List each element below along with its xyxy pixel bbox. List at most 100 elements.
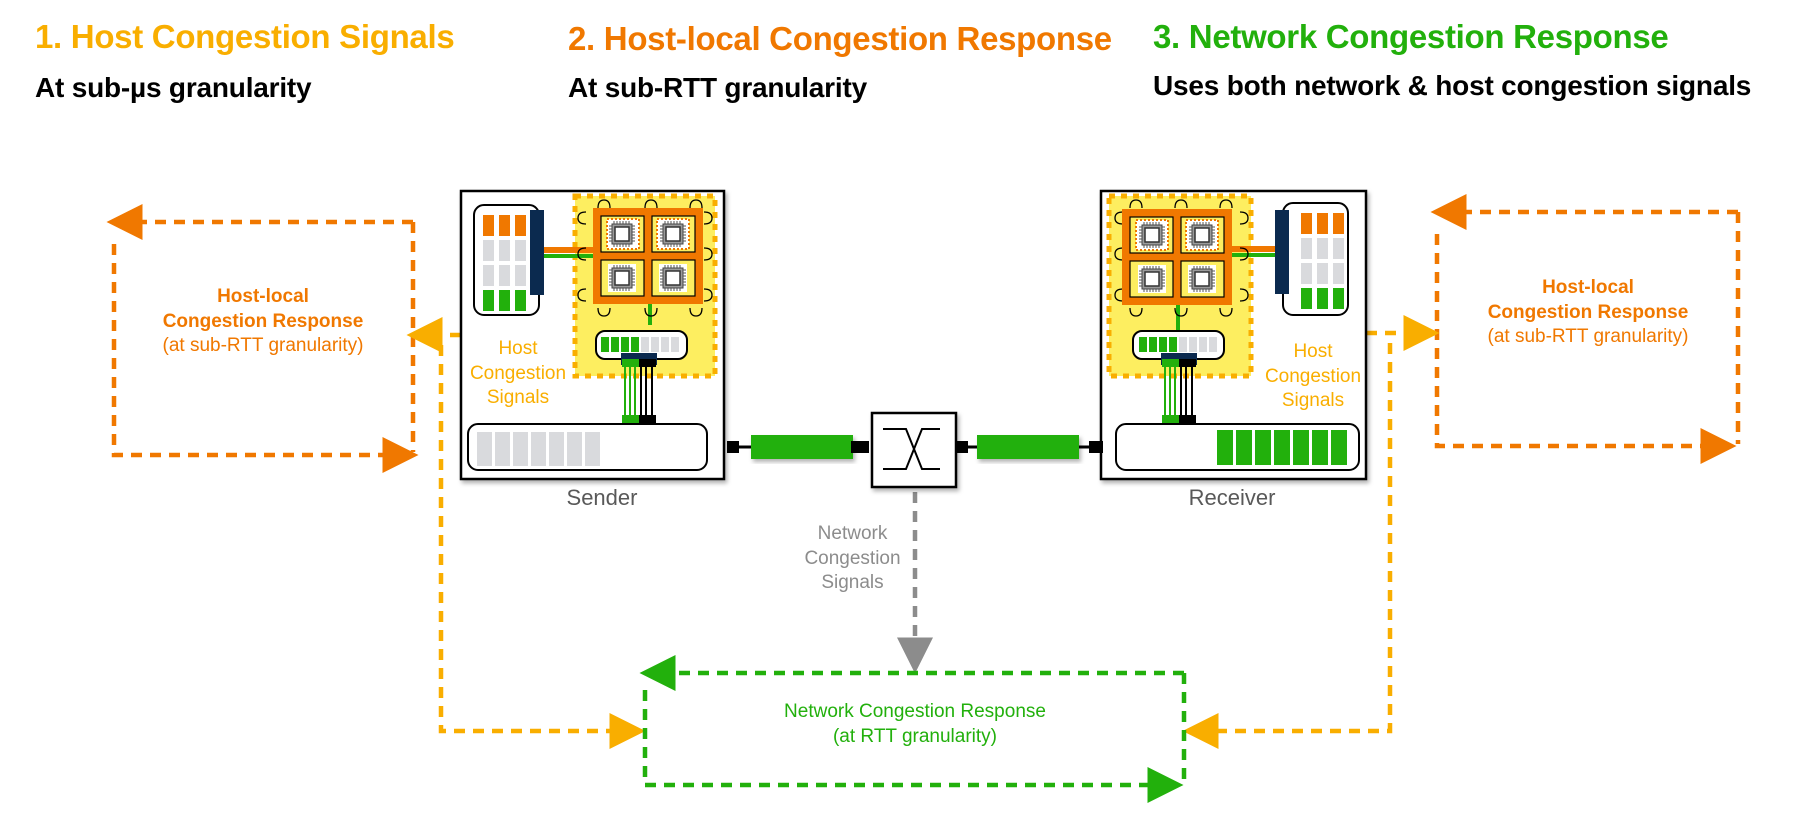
sender-link xyxy=(751,435,853,459)
right-host-local-line3: (at sub-RTT granularity) xyxy=(1487,326,1689,348)
nic-buffer-slot xyxy=(567,432,582,466)
nic-queue-slot xyxy=(1139,337,1147,352)
sender-nic-buffer xyxy=(467,423,708,471)
nic-buffer-slot xyxy=(1274,430,1290,465)
receiver-nic-queue-slots xyxy=(1139,337,1217,352)
sender-host-signals-label: Host Congestion Signals xyxy=(458,337,578,411)
sender-cpu-core-icon xyxy=(607,263,637,293)
memory-slot xyxy=(1333,238,1344,259)
network-signals-line1: Network xyxy=(817,523,888,544)
right-host-local-line2: Congestion Response xyxy=(1487,301,1689,323)
nic-queue-slot xyxy=(1209,337,1217,352)
switch-frame xyxy=(870,411,958,489)
header-3-title: 3. Network Congestion Response xyxy=(1153,18,1669,55)
nic-queue-slot xyxy=(1169,337,1177,352)
left-host-local-line2: Congestion Response xyxy=(162,310,364,332)
receiver-cpu-core-icon xyxy=(1137,264,1167,294)
memory-slot xyxy=(1317,238,1328,259)
memory-slot xyxy=(1317,288,1328,309)
nic-queue-slot xyxy=(631,337,639,352)
network-response-line1: Network Congestion Response xyxy=(784,701,1046,722)
receiver-pcie-bus xyxy=(1161,353,1197,436)
nic-buffer-slot xyxy=(1217,430,1233,465)
nic-queue-slot xyxy=(1189,337,1197,352)
network-signals-label: Network Congestion Signals xyxy=(790,522,915,596)
receiver-nic-queue xyxy=(1132,330,1225,360)
memory-slot xyxy=(1333,213,1344,234)
switch-icon xyxy=(883,428,940,470)
network-response-label: Network Congestion Response (at RTT gran… xyxy=(645,700,1185,749)
memory-slot xyxy=(1301,213,1312,234)
left-host-local-line3: (at sub-RTT granularity) xyxy=(162,335,364,357)
network-response-loop xyxy=(639,655,1187,803)
receiver-memory-slots xyxy=(1301,213,1344,309)
nic-queue-slot xyxy=(621,337,629,352)
nic-queue-slot xyxy=(671,337,679,352)
receiver-signals-line2: Congestion xyxy=(1264,365,1362,387)
receiver-signals-line1: Host xyxy=(1293,341,1333,362)
right-host-local-response-loop xyxy=(1430,194,1741,464)
sender-cpu-core-icon xyxy=(607,219,637,249)
left-host-local-label: Host-local Congestion Response (at sub-R… xyxy=(113,285,413,359)
receiver-cpu-mesh xyxy=(1114,199,1249,317)
memory-slot xyxy=(483,215,494,236)
memory-slot xyxy=(499,240,510,261)
nic-queue-slot xyxy=(611,337,619,352)
memory-slot xyxy=(515,290,526,311)
nic-queue-slot xyxy=(651,337,659,352)
network-signals-line2: Congestion xyxy=(804,547,901,569)
sender-port xyxy=(727,441,739,453)
receiver-memory-module xyxy=(1275,202,1349,316)
memory-slot xyxy=(515,215,526,236)
header-2-subtitle: At sub-RTT granularity xyxy=(568,72,867,103)
header-1-subtitle: At sub-µs granularity xyxy=(35,72,312,103)
sender-nic-queue xyxy=(595,330,688,360)
header-2-title: 2. Host-local Congestion Response xyxy=(568,20,1112,57)
sender-label: Sender xyxy=(566,485,638,510)
sender-signals-line2: Congestion xyxy=(469,362,567,384)
receiver-nic-buffer-slots xyxy=(1217,430,1347,465)
nic-buffer-slot xyxy=(495,432,510,466)
sender-memory-controller xyxy=(530,210,544,295)
memory-slot xyxy=(499,290,510,311)
sender-host xyxy=(459,189,726,481)
receiver-memory-controller xyxy=(1275,210,1289,294)
right-host-local-label: Host-local Congestion Response (at sub-R… xyxy=(1437,276,1739,350)
network-signals-line3: Signals xyxy=(821,572,884,594)
memory-slot xyxy=(1333,288,1344,309)
nic-queue-slot xyxy=(641,337,649,352)
nic-buffer-slot xyxy=(477,432,492,466)
receiver-cpu-core-icon xyxy=(1187,220,1217,250)
sender-signals-line3: Signals xyxy=(486,387,550,409)
nic-buffer-slot xyxy=(549,432,564,466)
nic-queue-slot xyxy=(1159,337,1167,352)
sender-memory-module xyxy=(473,204,544,316)
receiver-host xyxy=(1099,189,1368,481)
memory-slot xyxy=(1301,288,1312,309)
nic-queue-slot xyxy=(601,337,609,352)
header-1-title: 1. Host Congestion Signals xyxy=(35,18,455,55)
nic-buffer-slot xyxy=(513,432,528,466)
memory-slot xyxy=(1317,213,1328,234)
nic-queue-slot xyxy=(661,337,669,352)
memory-slot xyxy=(483,265,494,286)
sender-nic-queue-slots xyxy=(601,337,679,352)
sender-signals-line1: Host xyxy=(498,338,538,359)
sender-cpu-core-icon xyxy=(658,219,688,249)
receiver-cpu-core-icon xyxy=(1187,264,1217,294)
nic-queue-slot xyxy=(1179,337,1187,352)
nic-queue-slot xyxy=(1149,337,1157,352)
receiver-label: Receiver xyxy=(1188,485,1276,510)
memory-slot xyxy=(483,240,494,261)
sender-cpu-mesh xyxy=(577,199,713,317)
memory-slot xyxy=(515,265,526,286)
memory-slot xyxy=(515,240,526,261)
sender-memory-slots xyxy=(483,215,526,311)
header-3-subtitle: Uses both network & host congestion sign… xyxy=(1153,70,1752,101)
memory-slot xyxy=(1333,263,1344,284)
memory-slot xyxy=(499,215,510,236)
nic-buffer-slot xyxy=(1331,430,1347,465)
left-host-local-line1: Host-local xyxy=(217,286,309,307)
nic-buffer-slot xyxy=(1312,430,1328,465)
